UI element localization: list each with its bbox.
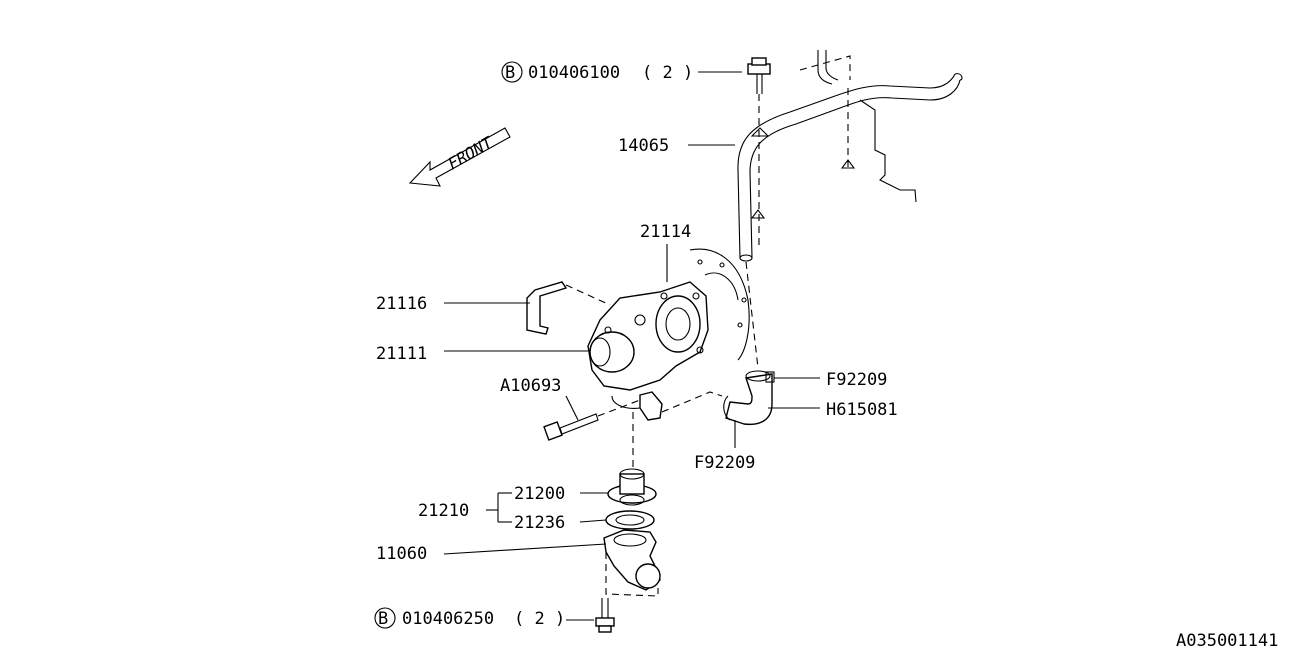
bolt-top-part bbox=[747, 57, 771, 250]
callout-thermostat-assy[interactable]: 21210 bbox=[418, 492, 512, 523]
pipe-part-number: 14065 bbox=[618, 136, 669, 156]
thermostat-cover-part-number: 11060 bbox=[376, 544, 427, 564]
bolt-bottom-part-number: 010406250 bbox=[402, 609, 494, 629]
thermostat-assy-part-number: 21210 bbox=[418, 501, 469, 521]
hose-clamp-top-part-number: F92209 bbox=[826, 370, 887, 390]
pump-bolt-part bbox=[543, 399, 641, 441]
callout-hose-clamp-bottom[interactable]: F92209 bbox=[694, 420, 755, 473]
callout-bracket[interactable]: 21116 bbox=[376, 294, 530, 314]
bolt-bottom-qty: ( 2 ) bbox=[514, 609, 565, 629]
callout-pump-bolt[interactable]: A10693 bbox=[500, 376, 579, 421]
gasket-part-number: 21114 bbox=[640, 222, 691, 242]
callout-hose[interactable]: H615081 bbox=[768, 400, 898, 420]
thermostat-gasket-part-number: 21236 bbox=[514, 513, 565, 533]
callout-thermostat-cover[interactable]: 11060 bbox=[376, 543, 607, 564]
front-label: FRONT bbox=[445, 132, 497, 173]
water-pump-part-number: 21111 bbox=[376, 344, 427, 364]
hose-part bbox=[723, 261, 775, 426]
hose-part-number: H615081 bbox=[826, 400, 898, 420]
diagram-code: A035001141 bbox=[1176, 631, 1278, 651]
callout-water-pump[interactable]: 21111 bbox=[376, 344, 588, 364]
callout-thermostat-gasket[interactable]: 21236 bbox=[514, 513, 607, 533]
bolt-bottom-part bbox=[595, 598, 615, 633]
thermostat-part-number: 21200 bbox=[514, 484, 565, 504]
hose-clamp-bottom-part-number: F92209 bbox=[694, 453, 755, 473]
callout-gasket[interactable]: 21114 bbox=[640, 222, 691, 282]
water-pump-part bbox=[587, 281, 723, 421]
coolant-pipe-part bbox=[737, 50, 963, 262]
pump-bolt-part-number: A10693 bbox=[500, 376, 561, 396]
gasket-part bbox=[689, 248, 750, 361]
thermostat-gasket-part bbox=[605, 510, 655, 530]
front-arrow-icon: FRONT bbox=[408, 127, 511, 187]
b-badge-icon bbox=[374, 607, 396, 629]
callout-thermostat[interactable]: 21200 bbox=[514, 484, 608, 504]
b-badge-icon bbox=[501, 61, 523, 83]
bracket-part-number: 21116 bbox=[376, 294, 427, 314]
bolt-top-qty: ( 2 ) bbox=[642, 63, 693, 83]
callout-bolt-bottom[interactable]: B 010406250 ( 2 ) bbox=[374, 607, 594, 629]
callout-bolt-top[interactable]: B 010406100 ( 2 ) bbox=[501, 61, 742, 83]
bolt-bottom-badge: B bbox=[378, 609, 388, 629]
bolt-top-badge: B bbox=[505, 63, 515, 83]
bracket-part bbox=[526, 281, 611, 335]
thermostat-cover-part bbox=[603, 529, 661, 597]
thermostat-part bbox=[607, 468, 657, 506]
callout-hose-clamp-top[interactable]: F92209 bbox=[774, 370, 887, 390]
callout-pipe[interactable]: 14065 bbox=[618, 136, 735, 156]
bolt-top-part-number: 010406100 bbox=[528, 63, 620, 83]
